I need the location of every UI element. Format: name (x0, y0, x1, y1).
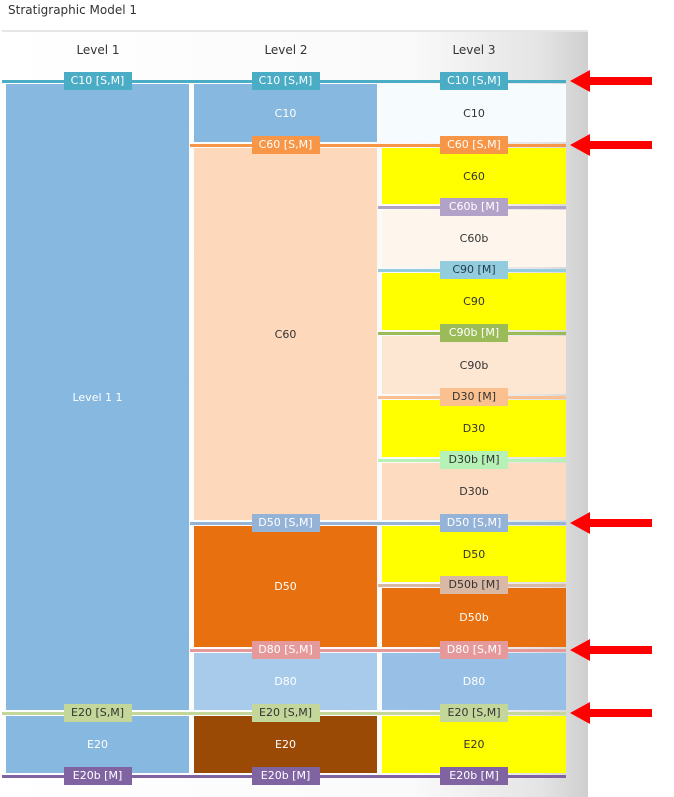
unit-label: D80 (462, 675, 486, 688)
unit-label: E20 (463, 738, 485, 751)
horizon-label[interactable]: C10 [S,M] (63, 72, 132, 90)
unit-block[interactable]: C60b (382, 210, 566, 267)
horizon-label[interactable]: C10 [S,M] (440, 72, 508, 90)
unit-block[interactable]: E20 (194, 716, 377, 773)
unit-label: D50 (462, 547, 486, 561)
horizon-label[interactable]: E20b [M] (63, 767, 132, 785)
horizon-label[interactable]: E20b [M] (251, 767, 320, 785)
window-title: Stratigraphic Model 1 (8, 3, 137, 17)
horizon-label[interactable]: C90 [M] (440, 261, 508, 279)
horizon-label[interactable]: C10 [S,M] (251, 72, 320, 90)
horizon-label[interactable]: D80 [S,M] (440, 641, 508, 659)
red-arrow-icon (570, 702, 652, 724)
unit-block[interactable]: C10 (194, 84, 377, 142)
horizon-label[interactable]: E20 [S,M] (440, 704, 508, 722)
column-header-level-3: Level 3 (452, 43, 496, 57)
unit-label: C60 (274, 327, 297, 341)
unit-block[interactable]: C60 (382, 148, 566, 204)
unit-block[interactable]: C90 (382, 273, 566, 330)
unit-label: D30b (459, 485, 489, 498)
horizon-line[interactable] (190, 649, 566, 652)
unit-block[interactable]: E20 (382, 716, 566, 773)
unit-block[interactable]: D30 (382, 400, 566, 457)
unit-label: C10 (463, 106, 485, 120)
horizon-label[interactable]: C60 [S,M] (251, 136, 320, 154)
horizon-label[interactable]: D30 [M] (440, 388, 508, 406)
horizon-label[interactable]: E20b [M] (440, 767, 508, 785)
unit-label: E20 (275, 738, 296, 751)
unit-label: C10 (274, 106, 297, 120)
horizon-label[interactable]: D50b [M] (440, 576, 508, 594)
horizon-line[interactable] (190, 522, 566, 525)
unit-label: C90 (463, 295, 485, 308)
horizon-line[interactable] (190, 144, 566, 147)
red-arrow-icon (570, 639, 652, 661)
unit-block[interactable]: D30b (382, 463, 566, 520)
horizon-label[interactable]: D50 [S,M] (251, 514, 320, 532)
horizon-label[interactable]: E20 [S,M] (251, 704, 320, 722)
unit-label: C60b (459, 232, 489, 245)
unit-block[interactable]: C60 (194, 148, 377, 520)
unit-label: D30 (462, 422, 486, 435)
red-arrow-icon (570, 70, 652, 92)
unit-block[interactable]: C10 (382, 84, 566, 142)
unit-label: C60 (463, 169, 485, 183)
unit-label: E20 (87, 738, 108, 751)
unit-block[interactable]: D50b (382, 588, 566, 647)
unit-block[interactable]: C90b (382, 336, 566, 394)
title-divider (2, 30, 588, 32)
horizon-label[interactable]: D80 [S,M] (251, 641, 320, 659)
horizon-label[interactable]: C90b [M] (440, 324, 508, 342)
unit-block[interactable]: D50 (382, 526, 566, 582)
red-arrow-icon (570, 134, 652, 156)
horizon-label[interactable]: C60 [S,M] (440, 136, 508, 154)
column-header-level-2: Level 2 (264, 43, 308, 57)
unit-block[interactable]: D50 (194, 526, 377, 647)
horizon-label[interactable]: E20 [S,M] (63, 704, 132, 722)
unit-block[interactable]: D80 (382, 653, 566, 710)
unit-block[interactable]: D80 (194, 653, 377, 710)
unit-label: D50 (274, 580, 297, 593)
horizon-label[interactable]: C60b [M] (440, 198, 508, 216)
unit-label: Level 1 1 (72, 390, 123, 404)
horizon-label[interactable]: D50 [S,M] (440, 514, 508, 532)
horizon-label[interactable]: D30b [M] (440, 451, 508, 469)
unit-label: D80 (274, 675, 297, 688)
unit-block[interactable]: Level 1 1 (6, 84, 189, 710)
unit-label: C90b (459, 358, 489, 372)
unit-label: D50b (459, 611, 489, 624)
unit-block[interactable]: E20 (6, 716, 189, 773)
red-arrow-icon (570, 512, 652, 534)
column-header-level-1: Level 1 (76, 43, 120, 57)
